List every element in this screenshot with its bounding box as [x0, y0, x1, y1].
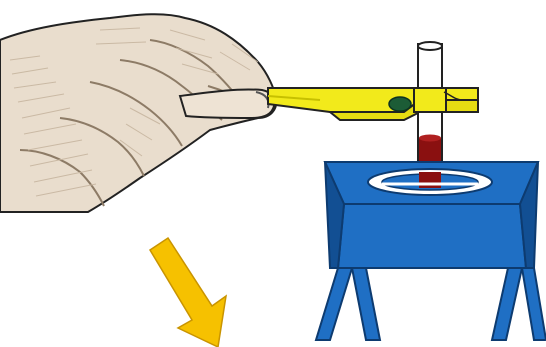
- hand-holding-clip-icon: [0, 13, 278, 213]
- arrow-down-right-icon: [148, 236, 228, 347]
- clip-hinge-icon: [388, 96, 412, 112]
- heating-stand-icon: [314, 161, 546, 341]
